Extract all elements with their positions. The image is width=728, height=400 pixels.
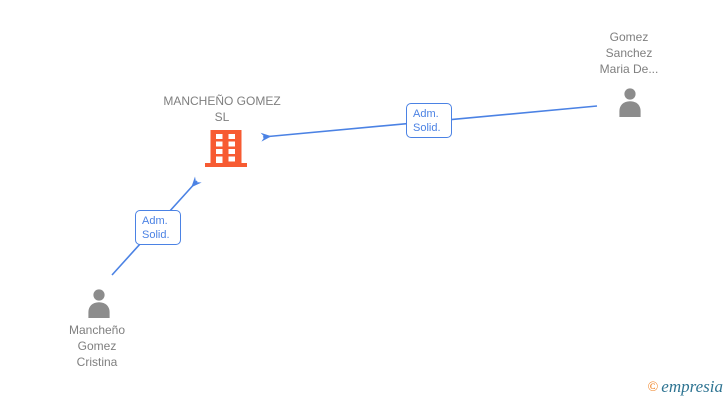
empresia-logo[interactable]: ©empresia bbox=[648, 377, 723, 397]
brand-name: empresia bbox=[661, 377, 723, 396]
company-node-label[interactable]: MANCHEÑO GOMEZ SL bbox=[163, 94, 281, 124]
person-node-label-maria[interactable]: Gomez Sanchez Maria De... bbox=[599, 30, 659, 76]
relationship-label-maria: Adm. Solid. bbox=[406, 103, 452, 138]
building-icon[interactable] bbox=[205, 130, 247, 167]
person-icon-cristina[interactable] bbox=[85, 288, 113, 318]
relationship-label-cristina: Adm. Solid. bbox=[135, 210, 181, 245]
person-node-label-cristina[interactable]: Mancheño Gomez Cristina bbox=[68, 323, 126, 369]
copyright-icon: © bbox=[647, 380, 659, 395]
person-icon-maria[interactable] bbox=[616, 87, 644, 117]
